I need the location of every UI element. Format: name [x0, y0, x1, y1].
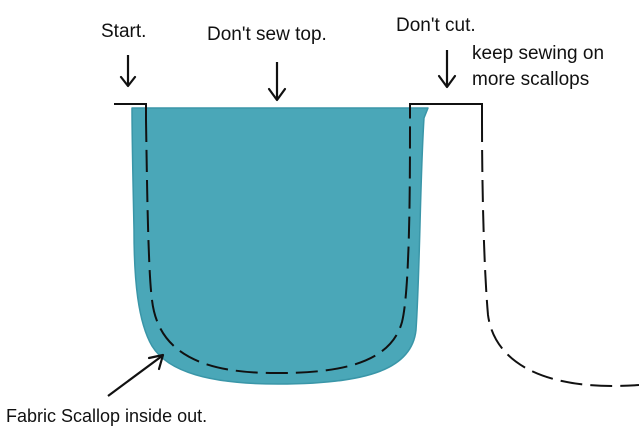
start-tab-line [114, 103, 147, 120]
dont-cut-arrow-icon [437, 50, 457, 89]
fabric-scallop-arrow-icon [107, 353, 165, 397]
dont-cut-label: Don't cut. [396, 15, 476, 36]
dont-sew-top-arrow-icon [267, 62, 287, 102]
continue-bar-line [409, 103, 483, 120]
stitch-line-dashed [145, 117, 411, 375]
start-arrow-icon [119, 55, 137, 88]
start-label: Start. [101, 21, 147, 42]
fabric-scallop-label: Fabric Scallop inside out. [6, 406, 208, 426]
dont-sew-top-label: Don't sew top. [207, 24, 327, 45]
next-scallop-stitch-line [481, 119, 639, 387]
fabric-scallop-shape [131, 107, 429, 385]
keep-sewing-label-line1: keep sewing on [472, 43, 605, 64]
keep-sewing-label-line2: more scallops [472, 69, 590, 90]
